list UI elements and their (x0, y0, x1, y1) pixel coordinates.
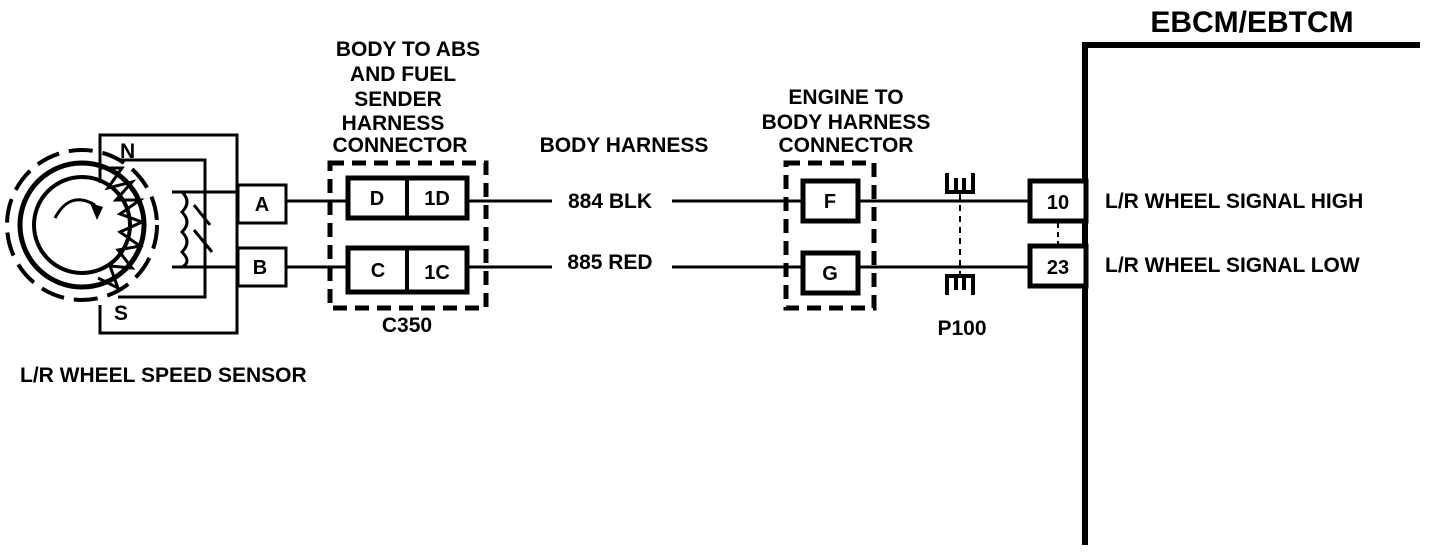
c350-title-line-3: SENDER (354, 88, 442, 111)
connector-c350: BODY TO ABS AND FUEL SENDER HARNESS CONN… (327, 38, 489, 337)
engine-connector-pin-g: G (822, 263, 838, 285)
c350-title-line-5: CONNECTOR (333, 134, 468, 157)
engine-connector-pin-f-housing (800, 178, 861, 224)
module-outline (1082, 42, 1420, 545)
sensor-housing (98, 133, 239, 335)
splice-bottom-bracket (945, 274, 975, 295)
tone-ring-inner (32, 175, 132, 275)
module-pin-10-label: 10 (1047, 192, 1069, 214)
coil-core-2 (192, 229, 214, 253)
c350-pin-d: D (370, 188, 384, 210)
rotation-arrow (53, 198, 96, 219)
wire-884-blk-label: 884 BLK (568, 190, 652, 213)
signal-low-label: L/R WHEEL SIGNAL LOW (1105, 254, 1360, 277)
tone-ring-teeth (97, 166, 146, 292)
wire-885-red-label: 885 RED (567, 251, 652, 274)
engine-connector-title-line-2: BODY HARNESS (762, 111, 931, 134)
wires (286, 199, 1030, 269)
module-pin-23 (1027, 243, 1089, 289)
sensor-inner-frame (118, 158, 207, 299)
engine-connector-pin-f: F (824, 191, 836, 213)
engine-body-connector: ENGINE TO BODY HARNESS CONNECTOR F G (762, 86, 931, 311)
tone-ring-outer (17, 160, 147, 290)
splice-id: P100 (937, 317, 986, 340)
terminal-a (236, 183, 288, 225)
sensor-name: L/R WHEEL SPEED SENSOR (20, 364, 307, 387)
splice-p100: P100 (937, 173, 987, 340)
ebcm-module: EBCM/EBTCM 10 23 L/R WHEEL SIGNAL HIGH L… (1027, 6, 1420, 545)
module-pin-23-label: 23 (1047, 257, 1069, 279)
pickup-coil-icon (172, 190, 189, 269)
signal-high-label: L/R WHEEL SIGNAL HIGH (1105, 190, 1363, 213)
engine-connector-dashed-outline (783, 160, 877, 311)
pole-n-label: N (120, 140, 135, 163)
terminal-b-label: B (253, 257, 267, 279)
rotation-arrowhead (90, 203, 103, 220)
engine-connector-pin-g-housing (800, 250, 861, 296)
pole-s-label: S (114, 302, 128, 325)
c350-dashed-outline (327, 160, 489, 311)
terminal-a-label: A (255, 194, 269, 216)
body-harness-label: BODY HARNESS (540, 134, 709, 157)
wheel-speed-sensor: N S A B L/R WHEEL SPEED SENSOR (5, 133, 307, 387)
c350-id: C350 (382, 314, 432, 337)
c350-title-line-4: HARNESS (342, 112, 445, 135)
splice-top-bracket (945, 173, 975, 194)
c350-title-line-2: AND FUEL (350, 63, 456, 86)
module-title: EBCM/EBTCM (1150, 6, 1353, 39)
body-harness: BODY HARNESS 884 BLK 885 RED (540, 134, 709, 274)
coil-core-1 (192, 204, 212, 226)
c350-pin-1c: 1C (424, 262, 450, 284)
c350-title-line-1: BODY TO ABS (336, 38, 480, 61)
c350-pin-c: C (371, 260, 385, 282)
engine-connector-title-line-1: ENGINE TO (788, 86, 903, 109)
tone-ring-dashed (5, 148, 159, 302)
c350-pin-1d: 1D (424, 188, 450, 210)
engine-connector-title-line-3: CONNECTOR (779, 134, 914, 157)
